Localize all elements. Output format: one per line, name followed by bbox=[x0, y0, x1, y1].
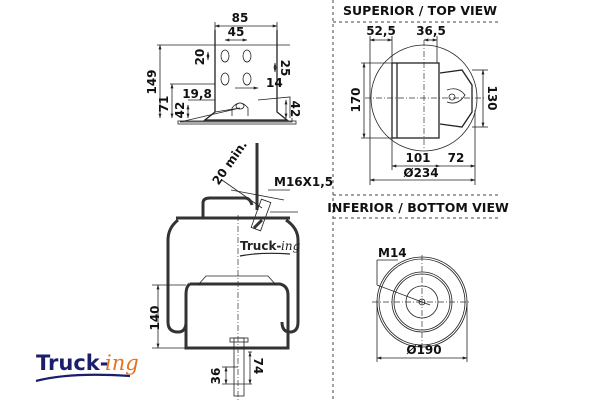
bracket-drawing bbox=[177, 30, 297, 125]
dim-plate-left: 42 bbox=[173, 102, 187, 119]
air-spring-body bbox=[166, 143, 300, 400]
dim-stud-total: 74 bbox=[251, 358, 265, 375]
dim-hole-spacing-h: 45 bbox=[228, 25, 245, 39]
bracket-dimensions bbox=[157, 22, 290, 119]
dim-hole-spacing-v2: 25 bbox=[278, 60, 292, 77]
top-view-title: SUPERIOR / TOP VIEW bbox=[343, 3, 497, 18]
bottom-view-title: INFERIOR / BOTTOM VIEW bbox=[327, 200, 509, 215]
dim-top-height-left: 170 bbox=[349, 87, 363, 112]
watermark-logo-main: Truck- bbox=[240, 239, 281, 253]
dim-top-diameter: Ø234 bbox=[403, 166, 438, 180]
view-separators bbox=[332, 0, 500, 400]
logo-swoosh bbox=[35, 373, 131, 383]
dim-top-d2: 36,5 bbox=[416, 24, 446, 38]
dim-bracket-width: 85 bbox=[232, 11, 249, 25]
dim-hole-offset: 14 bbox=[266, 76, 283, 90]
dim-thread-top: M16X1,5 bbox=[274, 175, 333, 189]
dim-plate-right: 42 bbox=[288, 101, 302, 118]
dim-top-d1: 52,5 bbox=[366, 24, 396, 38]
top-view-dimensions bbox=[361, 36, 488, 185]
watermark-logo: Truck- ing bbox=[239, 239, 301, 257]
dim-bracket-height: 71 bbox=[157, 96, 171, 113]
dim-top-height-right: 130 bbox=[485, 85, 499, 110]
bottom-view-dimensions bbox=[376, 259, 468, 362]
brand-logo-main: Truck- bbox=[36, 351, 108, 375]
dim-top-w2: 72 bbox=[448, 151, 465, 165]
dim-bottom-diameter: Ø190 bbox=[406, 343, 441, 357]
dim-body-height: 140 bbox=[148, 305, 162, 330]
dim-bracket-offset: 19,8 bbox=[182, 87, 212, 101]
dim-bottom-thread: M14 bbox=[378, 246, 407, 260]
dim-hole-spacing-v1: 20 bbox=[193, 49, 207, 66]
dim-stud-length: 36 bbox=[209, 368, 223, 385]
dim-angle-min: 20 min. bbox=[209, 138, 249, 187]
air-spring-dimensions bbox=[152, 189, 290, 385]
brand-logo-suffix: ing bbox=[105, 351, 139, 375]
bottom-view-drawing bbox=[372, 255, 470, 350]
dim-top-w1: 101 bbox=[405, 151, 430, 165]
watermark-logo-suffix: ing bbox=[281, 239, 301, 253]
top-view-drawing bbox=[365, 40, 485, 152]
dim-total-height: 149 bbox=[145, 69, 159, 94]
brand-logo: Truck- ing bbox=[35, 351, 139, 383]
